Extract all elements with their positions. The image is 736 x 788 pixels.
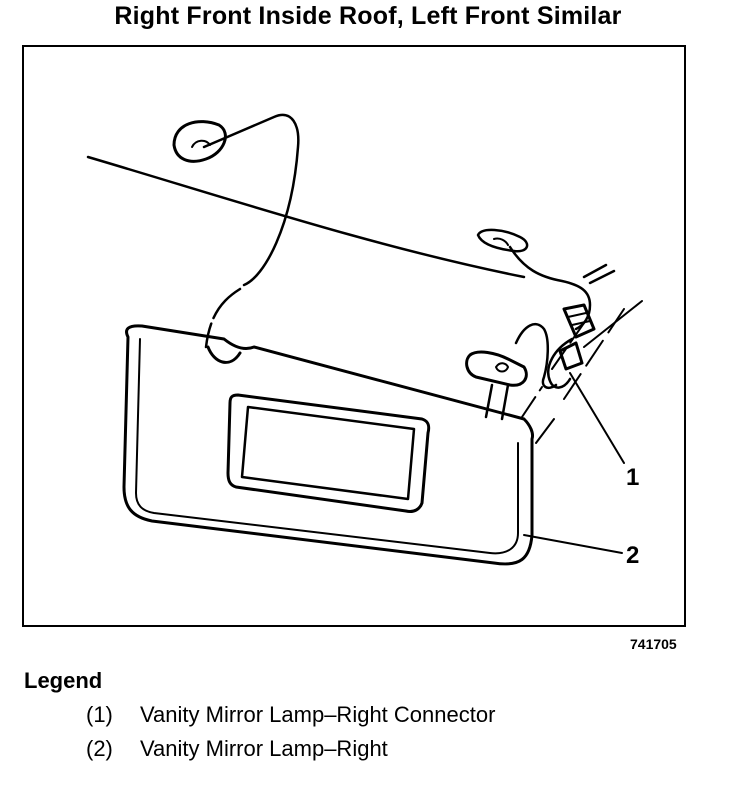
pivot-bracket bbox=[465, 350, 528, 387]
legend-item-text: Vanity Mirror Lamp–Right bbox=[140, 736, 388, 761]
connector-body bbox=[562, 303, 596, 339]
diagram-frame: 1 2 bbox=[22, 45, 686, 627]
upper-clip bbox=[172, 120, 227, 163]
left-wire bbox=[202, 113, 300, 287]
upper-right-clip bbox=[476, 228, 529, 253]
legend-item-number: (1) bbox=[86, 702, 113, 727]
legend-heading: Legend bbox=[24, 668, 103, 693]
connector-loop bbox=[547, 337, 574, 389]
legend-item: (2) Vanity Mirror Lamp–Right bbox=[86, 736, 388, 762]
sun-visor-diagram: 1 2 bbox=[86, 113, 643, 569]
roof-edge-line bbox=[86, 155, 526, 279]
callout-1: 1 bbox=[626, 464, 639, 491]
legend-item-text: Vanity Mirror Lamp–Right Connector bbox=[140, 702, 496, 727]
mirror-outer bbox=[226, 393, 431, 513]
mirror-inner bbox=[240, 405, 416, 501]
page-title: Right Front Inside Roof, Left Front Simi… bbox=[114, 2, 622, 30]
leader-line-1 bbox=[569, 372, 625, 464]
harness-wire bbox=[508, 245, 592, 331]
legend-item: (1) Vanity Mirror Lamp–Right Connector bbox=[86, 702, 495, 728]
leader-line-2 bbox=[523, 534, 623, 554]
legend-item-number: (2) bbox=[86, 736, 113, 761]
visor-body bbox=[122, 324, 534, 566]
figure-number: 741705 bbox=[630, 636, 677, 652]
callout-2: 2 bbox=[626, 542, 639, 569]
